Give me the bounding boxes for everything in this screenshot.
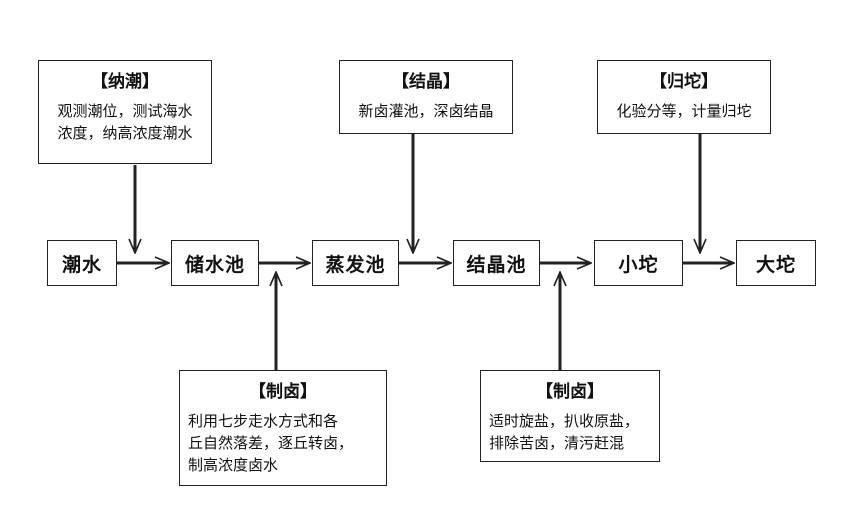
- node-xiaotuo: 小坨: [594, 240, 683, 286]
- note-nachao-line-1: 观测潮位，测试海水: [57, 102, 193, 120]
- note-guituo-title: 【归坨】: [650, 72, 718, 92]
- note-zhilu-2-line-2: 排除苦卤，清污赶混: [489, 434, 625, 452]
- node-zhengfachi: 蒸发池: [312, 240, 399, 286]
- note-zhilu-1-body: 利用七步走水方式和各 丘自然落差，逐丘转卤， 制高浓度卤水: [188, 410, 378, 476]
- note-zhilu-2: 【制卤】 适时旋盐，扒收原盐， 排除苦卤，清污赶混: [480, 370, 660, 462]
- note-guituo-body: 化验分等，计量归坨: [606, 100, 762, 122]
- note-zhilu-2-body: 适时旋盐，扒收原盐， 排除苦卤，清污赶混: [489, 410, 651, 454]
- node-jiejingchi: 结晶池: [453, 240, 540, 286]
- node-chushuichi: 储水池: [171, 240, 259, 286]
- note-guituo: 【归坨】 化验分等，计量归坨: [597, 60, 771, 134]
- note-jiejing-line-1: 新卤灌池，深卤结晶: [358, 102, 494, 120]
- note-nachao-body: 观测潮位，测试海水 浓度，纳高浓度潮水: [47, 100, 203, 144]
- note-zhilu-1-line-1: 利用七步走水方式和各: [188, 412, 339, 430]
- node-datuo: 大坨: [736, 240, 816, 286]
- note-zhilu-1-line-3: 制高浓度卤水: [188, 456, 279, 474]
- note-zhilu-1-line-2: 丘自然落差，逐丘转卤，: [188, 434, 354, 452]
- note-jiejing: 【结晶】 新卤灌池，深卤结晶: [339, 60, 513, 134]
- note-jiejing-title: 【结晶】: [392, 72, 460, 92]
- note-zhilu-2-title: 【制卤】: [536, 382, 604, 402]
- note-zhilu-1: 【制卤】 利用七步走水方式和各 丘自然落差，逐丘转卤， 制高浓度卤水: [179, 370, 387, 486]
- note-nachao-line-2: 浓度，纳高浓度潮水: [57, 124, 193, 142]
- note-zhilu-1-title: 【制卤】: [249, 382, 317, 402]
- note-zhilu-2-line-1: 适时旋盐，扒收原盐，: [489, 412, 640, 430]
- note-nachao-title: 【纳潮】: [91, 72, 159, 92]
- node-chaoshui: 潮水: [47, 240, 117, 286]
- note-nachao: 【纳潮】 观测潮位，测试海水 浓度，纳高浓度潮水: [38, 60, 212, 164]
- note-guituo-line-1: 化验分等，计量归坨: [616, 102, 752, 120]
- note-jiejing-body: 新卤灌池，深卤结晶: [348, 100, 504, 122]
